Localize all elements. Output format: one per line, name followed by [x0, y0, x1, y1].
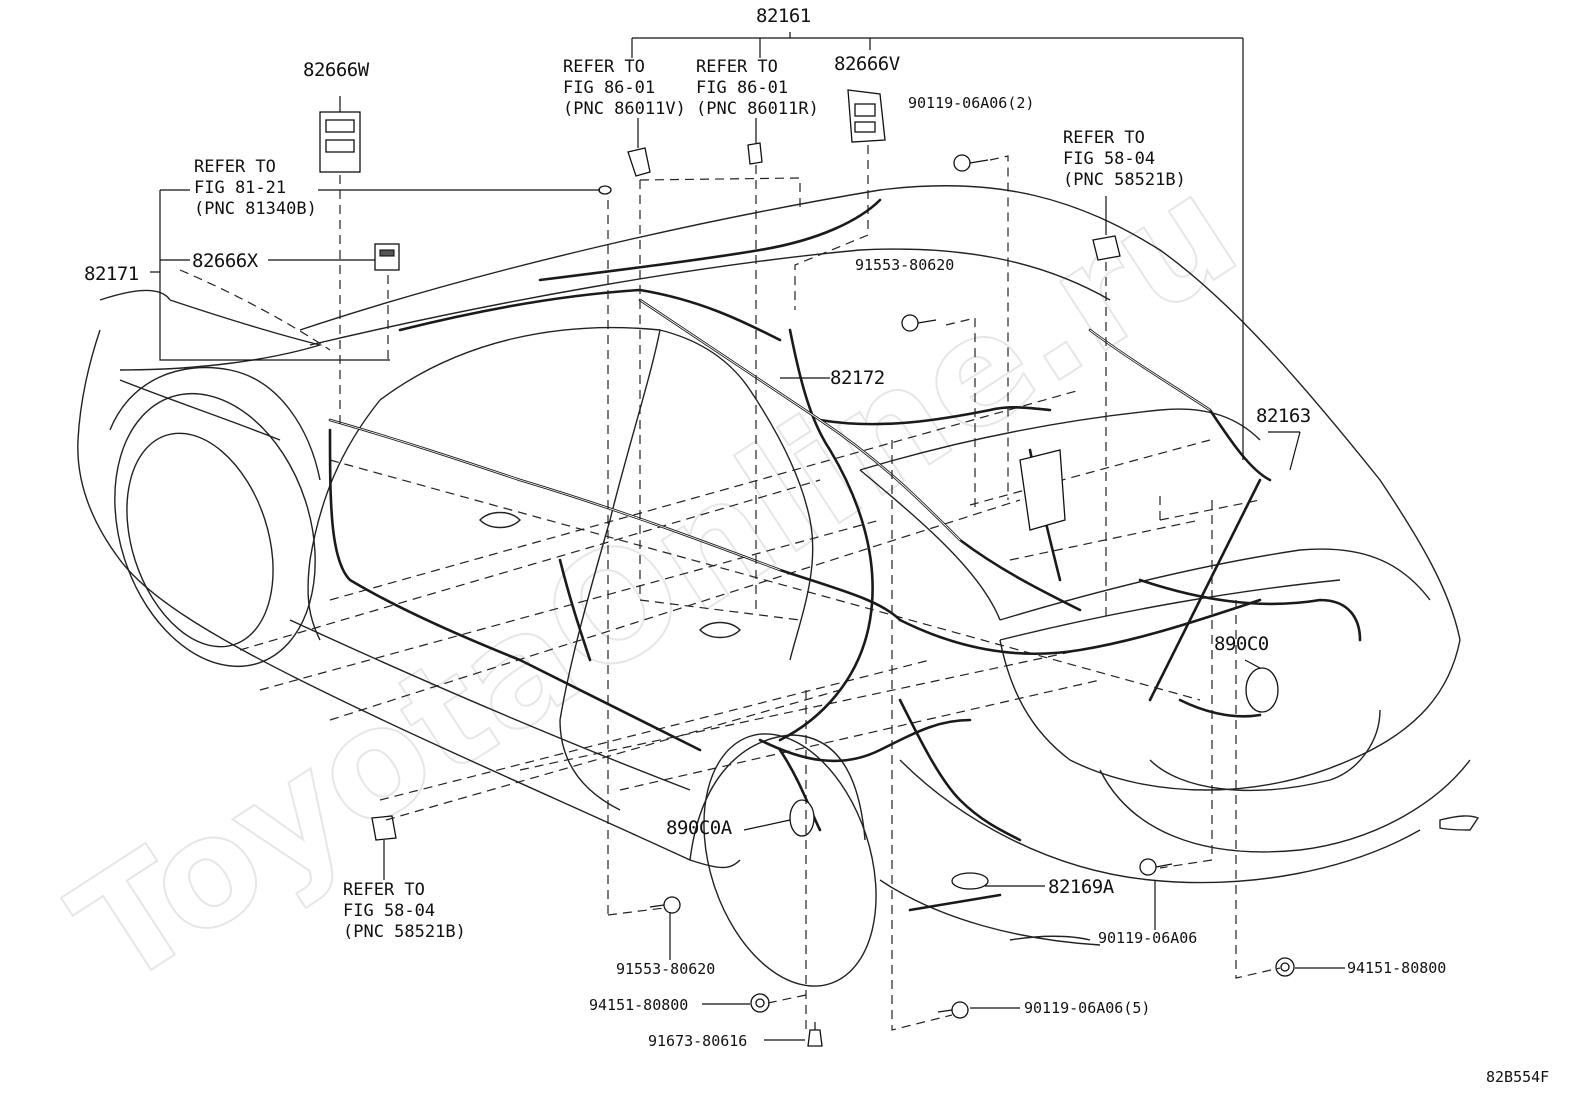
svg-text:FIG 58-04: FIG 58-04: [1063, 149, 1155, 169]
refer-fig86-v[interactable]: REFER TO FIG 86-01 (PNC 86011V): [563, 57, 686, 119]
screw-91673-icon: [807, 1022, 823, 1047]
refer-fig86-r[interactable]: REFER TO FIG 86-01 (PNC 86011R): [696, 57, 819, 119]
connector-81340b: [598, 185, 612, 195]
label-82666x[interactable]: 82666X: [192, 250, 259, 272]
svg-text:FIG 81-21: FIG 81-21: [194, 178, 286, 198]
car-body-outline: [77, 185, 1480, 987]
bracket-82163: [1019, 449, 1066, 531]
part-labels: 82161 82666W 82666V 82666X 82171 82172 8…: [84, 5, 1446, 1050]
svg-text:FIG 58-04: FIG 58-04: [343, 901, 435, 921]
label-82161[interactable]: 82161: [756, 5, 811, 27]
svg-text:(PNC 86011R): (PNC 86011R): [696, 99, 819, 119]
label-bolt-91553-80620-low[interactable]: 91553-80620: [616, 960, 715, 978]
diagram-code: 82B554F: [1486, 1068, 1549, 1086]
label-bolt-90119-06a06-2[interactable]: 90119-06A06(2): [908, 94, 1034, 112]
nut-94151-right-icon: [1275, 957, 1295, 977]
component-82666v: [847, 89, 886, 143]
label-screw-91673-80616[interactable]: 91673-80616: [648, 1032, 747, 1050]
svg-text:(PNC 58521B): (PNC 58521B): [343, 922, 466, 942]
label-bolt-91553-80620-mid[interactable]: 91553-80620: [855, 256, 954, 274]
svg-text:REFER TO: REFER TO: [563, 57, 645, 77]
svg-text:(PNC 81340B): (PNC 81340B): [194, 199, 317, 219]
refer-fig81[interactable]: REFER TO FIG 81-21 (PNC 81340B): [194, 157, 317, 219]
label-890c0[interactable]: 890C0: [1214, 633, 1269, 655]
component-82666x: [374, 243, 400, 271]
bolt-91553-low-icon: [649, 896, 681, 914]
svg-text:FIG 86-01: FIG 86-01: [563, 78, 655, 98]
sensor-890c0a: [789, 799, 815, 837]
connector-86011r: [747, 142, 763, 165]
svg-text:REFER TO: REFER TO: [1063, 128, 1145, 148]
svg-text:REFER TO: REFER TO: [696, 57, 778, 77]
antenna-82169a: [951, 872, 989, 890]
bolt-90119-right-icon: [1139, 858, 1173, 876]
svg-text:FIG 86-01: FIG 86-01: [696, 78, 788, 98]
leader-lines: [150, 32, 1345, 1041]
label-nut-94151-80800-right[interactable]: 94151-80800: [1347, 959, 1446, 977]
label-82172[interactable]: 82172: [830, 367, 885, 389]
label-82666v[interactable]: 82666V: [834, 53, 900, 75]
refer-fig58-bottom[interactable]: REFER TO FIG 58-04 (PNC 58521B): [343, 880, 466, 942]
label-nut-94151-80800-left[interactable]: 94151-80800: [589, 996, 688, 1014]
clip-58521b-bottom: [371, 815, 397, 841]
label-82171[interactable]: 82171: [84, 263, 139, 285]
label-bolt-90119-06a06-5[interactable]: 90119-06A06(5): [1024, 999, 1150, 1017]
refer-fig58-top[interactable]: REFER TO FIG 58-04 (PNC 58521B): [1063, 128, 1186, 190]
component-82666w: [319, 96, 361, 173]
label-82163[interactable]: 82163: [1256, 405, 1311, 427]
bolt-90119-top-icon: [953, 154, 989, 172]
bolt-91553-mid-icon: [901, 314, 937, 332]
connector-86011v: [627, 147, 651, 177]
nut-94151-left-icon: [750, 993, 770, 1013]
svg-text:(PNC 58521B): (PNC 58521B): [1063, 170, 1186, 190]
bolt-90119-bottom-icon: [937, 1001, 969, 1019]
label-82169a[interactable]: 82169A: [1048, 876, 1115, 898]
label-890c0a[interactable]: 890C0A: [666, 817, 733, 839]
svg-text:(PNC 86011V): (PNC 86011V): [563, 99, 686, 119]
label-82666w[interactable]: 82666W: [303, 59, 370, 81]
label-bolt-90119-06a06[interactable]: 90119-06A06: [1098, 929, 1197, 947]
svg-text:REFER TO: REFER TO: [343, 880, 425, 900]
sensor-890c0: [1245, 667, 1279, 713]
svg-text:REFER TO: REFER TO: [194, 157, 276, 177]
clip-58521b-top: [1092, 235, 1121, 261]
